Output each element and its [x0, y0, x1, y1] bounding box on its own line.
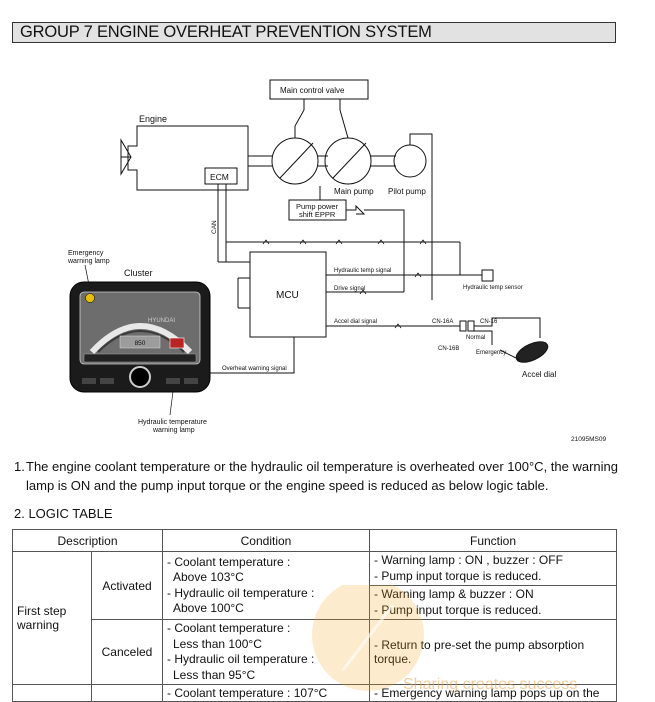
- main-control-valve-box: [269, 79, 369, 100]
- cluster-device: 850 HYUNDAI: [69, 281, 211, 393]
- label-emergency-lamp-2: warning lamp: [67, 258, 110, 265]
- label-accel-dial: Accel dial: [522, 370, 556, 379]
- label-normal: Normal: [466, 335, 485, 341]
- label-overheat-signal: Overheat warning signal: [222, 366, 287, 372]
- cluster-knob: [129, 366, 151, 388]
- page-title: GROUP 7 ENGINE OVERHEAT PREVENTION SYSTE…: [12, 22, 616, 43]
- label-cluster: Cluster: [124, 268, 153, 278]
- partial-condition: - Coolant temperature : 107°C: [162, 684, 370, 702]
- label-eppr-1: Pump power: [296, 202, 339, 211]
- activated-condition: - Coolant temperature : Above 103°C - Hy…: [162, 551, 370, 620]
- label-pilot-pump: Pilot pump: [388, 187, 426, 196]
- pilot-pump: [393, 144, 427, 178]
- label-cn16: CN-16: [480, 319, 498, 325]
- label-hyd-lamp-2: warning lamp: [152, 427, 195, 434]
- paragraph-text: The engine coolant temperature or the hy…: [26, 459, 618, 493]
- accel-dial-icon: [515, 341, 549, 363]
- label-drive-signal: Drive signal: [334, 286, 365, 292]
- row-label-canceled: Canceled: [91, 619, 163, 685]
- cluster-rpm: 850: [135, 340, 146, 347]
- activated-function-a: - Warning lamp : ON , buzzer : OFF - Pum…: [369, 551, 617, 586]
- engine-outline: [127, 125, 249, 191]
- label-figure-code: 21095MS09: [571, 436, 606, 443]
- hyd-temp-sensor-box: [481, 269, 494, 282]
- label-main-pump: Main pump: [334, 187, 374, 196]
- label-ecm: ECM: [210, 172, 229, 182]
- cluster-brand: HYUNDAI: [148, 318, 175, 324]
- emergency-lamp-icon: [85, 293, 95, 303]
- mcu-box: [249, 251, 327, 338]
- header-description: Description: [12, 529, 163, 552]
- label-engine: Engine: [139, 114, 167, 124]
- partial-function: - Emergency warning lamp pops up on the: [369, 684, 617, 702]
- canceled-function: - Return to pre-set the pump absorption …: [369, 619, 617, 685]
- partial-group-cell: [12, 684, 92, 702]
- activated-function-b: - Warning lamp & buzzer : ON - Pump inpu…: [369, 585, 617, 620]
- section-title-logic-table: 2. LOGIC TABLE: [14, 506, 113, 521]
- header-condition: Condition: [162, 529, 370, 552]
- ecm-box: [204, 167, 238, 185]
- label-can: CAN: [211, 220, 218, 234]
- label-cn16b: CN-16B: [438, 346, 459, 352]
- description-paragraph: 1. The engine coolant temperature or the…: [14, 457, 618, 495]
- label-hyd-temp-sensor: Hydraulic temp sensor: [463, 285, 523, 291]
- label-hyd-temp-signal: Hydraulic temp signal: [334, 268, 391, 274]
- label-main-control-valve: Main control valve: [280, 86, 345, 95]
- label-mcu: MCU: [276, 290, 299, 301]
- label-emergency-lamp-1: Emergency: [68, 250, 104, 257]
- label-accel-dial-signal: Accel dial signal: [334, 319, 377, 325]
- system-diagram: Main control valve Engine ECM Main pump …: [67, 79, 606, 443]
- label-emergency: Emergency: [476, 350, 506, 356]
- canceled-condition: - Coolant temperature : Less than 100°C …: [162, 619, 370, 685]
- header-function: Function: [369, 529, 617, 552]
- label-cn16a: CN-16A: [432, 319, 453, 325]
- group-first-step-warning: First step warning: [12, 551, 92, 685]
- logic-table: Description Condition Function First ste…: [12, 529, 617, 702]
- label-hyd-lamp-1: Hydraulic temperature: [138, 419, 207, 426]
- row-label-activated: Activated: [91, 551, 163, 620]
- paragraph-number: 1.: [14, 459, 25, 474]
- partial-label-cell: [91, 684, 163, 702]
- label-eppr-2: shift EPPR: [299, 210, 336, 219]
